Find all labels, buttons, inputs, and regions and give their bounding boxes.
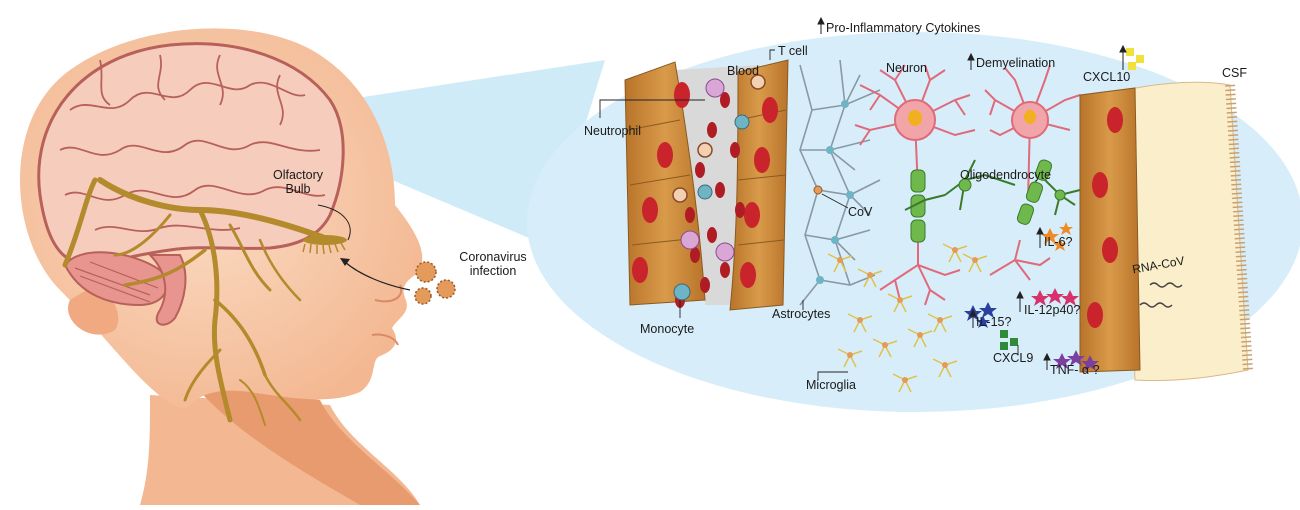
- bulb-pointer: [317, 204, 351, 241]
- white-blood-cells: [672, 74, 766, 301]
- neck-shadow: [190, 380, 420, 505]
- cov-particle: [813, 185, 823, 195]
- right-vessel-wall: [1079, 87, 1141, 373]
- astrocyte-nuclei: [816, 100, 854, 284]
- monocyte-label: Monocyte: [640, 322, 695, 336]
- il6-markers: [1041, 222, 1073, 251]
- neuron-label: Neuron: [886, 61, 927, 75]
- monocyte-cell: [673, 283, 691, 301]
- virus-particle: [414, 287, 432, 305]
- infection-arrowhead: [340, 258, 350, 266]
- astrocytes-label: Astrocytes: [772, 307, 831, 321]
- myelin-sheath-2: [1016, 159, 1053, 225]
- microglia: [827, 243, 988, 393]
- cxcl9-label: CXCL9: [993, 351, 1034, 365]
- microglia-nuclei: [837, 247, 978, 383]
- brainstem: [147, 254, 187, 326]
- blood-label: Blood: [727, 64, 759, 78]
- il15-label: IL-15?: [976, 315, 1012, 329]
- neuron-1-nucleus: [908, 110, 922, 126]
- t-cell-label: T cell: [778, 44, 808, 58]
- il12p40-markers: [1031, 288, 1079, 306]
- cov-label: CoV: [848, 205, 873, 219]
- coronavirus-infection-line-2: infection: [469, 264, 517, 278]
- infection-arrow: [344, 261, 411, 291]
- neutrophil-cell: [705, 78, 725, 98]
- olfactory-bulb-line-2: Bulb: [285, 182, 311, 196]
- myelin-sheath-1: [910, 169, 926, 243]
- tnf-alpha-label: TNF- α ?: [1050, 363, 1100, 377]
- coronavirus-infection-line-1: Coronavirus: [459, 250, 527, 264]
- cxcl9-markers: [1000, 330, 1018, 350]
- endothelial-nuclei: [632, 82, 778, 288]
- csf-label: CSF: [1222, 66, 1247, 80]
- brain-gyri: [59, 54, 326, 233]
- cov-pointer: [821, 193, 849, 209]
- microglia-label: Microglia: [806, 378, 857, 392]
- virus-particles: [414, 261, 456, 305]
- olfactory-bulb-line-1: Olfactory: [272, 168, 323, 182]
- cxcl10-label: CXCL10: [1083, 70, 1131, 84]
- right-vessel-nuclei: [1087, 107, 1123, 328]
- oligodendrocyte: [904, 159, 1081, 216]
- cerebellum-lines: [74, 261, 159, 303]
- neuron-1: [854, 64, 976, 306]
- demyelination-label: Demyelination: [976, 56, 1056, 70]
- olfactory-bulb-label: Olfactory Bulb: [258, 168, 338, 196]
- olfactory-bulb: [302, 235, 347, 255]
- neuron-2-nucleus: [1024, 110, 1036, 124]
- leader-lines: [599, 49, 1019, 380]
- oligodendrocyte-label: Oligodendrocyte: [960, 168, 1052, 182]
- coronavirus-infection-label: Coronavirus infection: [448, 250, 538, 278]
- neutrophil-label: Neutrophil: [584, 124, 641, 138]
- t-cell: [750, 74, 766, 90]
- il6-label: IL-6?: [1044, 235, 1073, 249]
- virus-particle: [436, 279, 456, 299]
- il12p40-label: IL-12p40?: [1024, 303, 1081, 317]
- rna-cov-strands: [1139, 282, 1183, 308]
- olfactory-nerves: [62, 177, 333, 426]
- pro-inflammatory-cytokines-label: Pro-Inflammatory Cytokines: [826, 21, 981, 35]
- increase-arrows: [817, 16, 1127, 370]
- tnf-alpha-markers: [1053, 350, 1099, 371]
- cxcl10-markers: [1126, 48, 1144, 70]
- brain: [37, 42, 345, 326]
- lips: [371, 333, 399, 346]
- vessel-wall-right: [729, 59, 789, 311]
- virus-particle: [415, 261, 437, 283]
- neuron-2: [984, 64, 1081, 281]
